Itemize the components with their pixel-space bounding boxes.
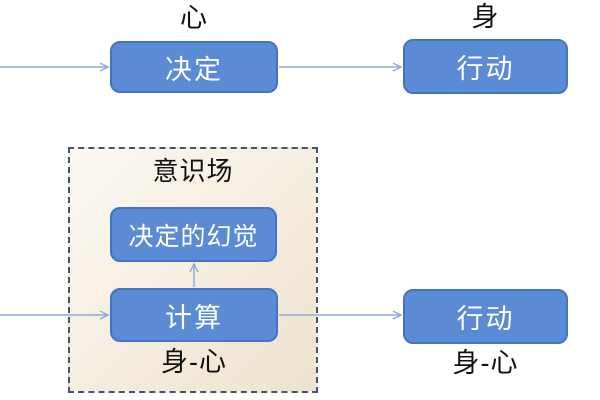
body-mind-label-left: 身-心 <box>161 347 227 377</box>
decision-node: 决定 <box>110 41 278 93</box>
consciousness-field-title: 意识场 <box>152 156 234 186</box>
illusion-of-decision-node: 决定的幻觉 <box>110 207 277 262</box>
action-node-bottom: 行动 <box>403 289 568 344</box>
action-node-top: 行动 <box>403 39 568 94</box>
computation-node: 计算 <box>110 288 278 342</box>
body-mind-label-right: 身-心 <box>452 348 519 378</box>
body-label: 身 <box>471 2 500 32</box>
mind-label: 心 <box>180 3 208 33</box>
